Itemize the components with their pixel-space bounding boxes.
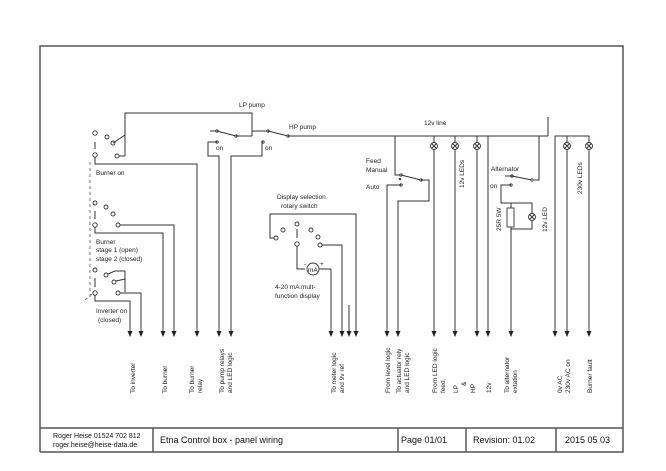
- arrowhead-icon: [339, 331, 345, 337]
- alternator-on-label: on: [490, 183, 498, 190]
- author-email: roger.heise@heise-data.de: [53, 442, 137, 449]
- output-label: From LED logic: [432, 347, 439, 393]
- output-label: 0v AC: [557, 375, 564, 393]
- inverter-on-label-2: (closed): [98, 317, 121, 324]
- line-12v-label: 12v line: [424, 120, 447, 127]
- arrowhead-icon: [474, 331, 480, 337]
- output-label: relay: [197, 378, 204, 393]
- hp-on-label: on: [265, 145, 273, 152]
- line-12v: 12v line Feed Manual Auto 12v LEDs Alter…: [366, 117, 549, 332]
- output-labels: To inverter To burner To burner relay To…: [130, 347, 594, 393]
- output-label: To burner: [162, 365, 169, 393]
- output-label: feed,: [440, 378, 447, 393]
- title-block: Roger Heise 01524 702 812 roger.heise@he…: [40, 427, 623, 452]
- inverter-on-label-1: Inverter on: [96, 308, 127, 315]
- lamp-icon: [585, 142, 593, 150]
- arrowhead-icon: [160, 331, 166, 337]
- drawing-title: Etna Control box - panel wiring: [160, 435, 283, 445]
- lp-on-label: on: [216, 145, 224, 152]
- drawing-frame: [39, 45, 624, 453]
- output-label: To alternator: [504, 356, 511, 393]
- meter-plus: +: [320, 261, 324, 268]
- output-label: LP: [453, 385, 460, 393]
- display-rotary-switch: Display selection rotary switch mA - + 4…: [269, 194, 357, 332]
- arrowhead-icon: [138, 331, 144, 337]
- arrowhead-icon: [508, 331, 514, 337]
- arrowhead-icon: [127, 331, 133, 337]
- output-label: and 9v ref: [339, 364, 346, 393]
- burner-stage-label-3: stage 2 (closed): [96, 256, 142, 263]
- arrowhead-icon: [431, 331, 437, 337]
- pump-switches: LP pump HP pump on on: [124, 102, 548, 332]
- lamp-icon: [451, 142, 459, 150]
- author-name: Roger Heise 01524 702 812: [53, 433, 141, 440]
- arrowhead-icon: [395, 331, 401, 337]
- arrowhead-icon: [384, 331, 390, 337]
- arrowhead-icon: [216, 331, 222, 337]
- burner-stage-label-1: Burner: [96, 239, 116, 246]
- output-label: From level logic: [385, 347, 392, 393]
- hp-pump-label: HP pump: [289, 124, 316, 131]
- revision: Revision: 01.02: [473, 435, 535, 445]
- resistor-icon: [506, 207, 515, 228]
- output-label: 12v: [486, 382, 493, 393]
- arrowhead-icon: [586, 331, 592, 337]
- output-label: To meter logic: [331, 352, 338, 393]
- alternator-label: Alternator: [491, 166, 520, 173]
- lamp-icon: [430, 142, 438, 150]
- lp-pump-label: LP pump: [239, 102, 265, 109]
- output-label: To burner: [189, 365, 196, 393]
- manual-label: Manual: [366, 167, 388, 174]
- output-label: &: [461, 381, 468, 386]
- led-12v-label: 12v LED: [542, 207, 549, 232]
- arrowhead-icon: [552, 331, 558, 337]
- arrowhead-icon: [485, 331, 491, 337]
- arrowhead-icon: [564, 331, 570, 337]
- arrowhead-icon: [228, 331, 234, 337]
- date: 2015 05 03: [565, 435, 610, 445]
- ammeter-symbol: mA: [308, 267, 318, 274]
- output-label: and LED logic: [227, 352, 234, 393]
- display-sel-label-1: Display selection: [277, 194, 326, 201]
- output-label: extation: [512, 370, 519, 393]
- auto-label: Auto: [366, 184, 380, 191]
- burner-stage-label-2: stage 1 (open): [96, 247, 138, 254]
- output-label: Burner fault: [587, 359, 594, 393]
- arrowhead-icon: [346, 331, 352, 337]
- arrowhead-icon: [452, 331, 458, 337]
- burner-on-label: Burner on: [96, 170, 125, 177]
- lamp-icon: [563, 142, 571, 150]
- leds-12v-label: 12v LEDs: [459, 159, 466, 188]
- output-label: To inverter: [130, 362, 137, 393]
- arrowhead-icon: [171, 331, 177, 337]
- page-number: Page 01/01: [401, 435, 447, 445]
- output-label: To pump relays: [219, 348, 226, 393]
- output-label: 230v AC on: [565, 359, 572, 393]
- burner-stage-switch: Burner stage 1 (open) stage 2 (closed): [92, 200, 175, 332]
- meter-minus: -: [304, 261, 306, 268]
- display-label-1: 4-20 mA mult-: [275, 284, 315, 291]
- output-label: HP: [470, 384, 477, 393]
- leds-230v-label: 230v LEDs: [577, 161, 584, 194]
- display-sel-label-2: rotary switch: [281, 203, 318, 210]
- output-arrows: [127, 331, 592, 337]
- display-label-2: function display: [275, 293, 321, 300]
- arrowhead-icon: [353, 331, 359, 337]
- output-label: To actuator rely: [396, 348, 403, 393]
- output-label: and LED logic: [404, 352, 411, 393]
- leds-230v: 230v LEDs: [554, 135, 593, 332]
- feed-label: Feed: [366, 158, 381, 165]
- lamp-icon: [473, 142, 481, 150]
- resistor-label: 25R 5W: [496, 207, 503, 231]
- lamp-icon: [528, 213, 536, 221]
- arrowhead-icon: [194, 331, 200, 337]
- burner-on-switch: Burner on: [89, 130, 198, 332]
- arrowhead-icon: [328, 331, 334, 337]
- inverter-switch: Inverter on (closed): [84, 267, 142, 332]
